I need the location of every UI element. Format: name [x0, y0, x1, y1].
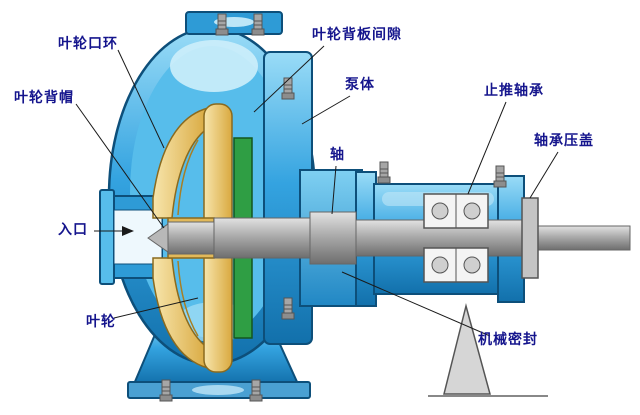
label-thrust-bearing: 止推轴承	[484, 82, 544, 98]
label-bearing-gland: 轴承压盖	[534, 132, 594, 148]
label-impeller-wear-ring: 叶轮口环	[58, 35, 118, 51]
inlet-arrowhead	[122, 226, 134, 236]
label-inlet: 入口	[58, 221, 88, 237]
label-back-plate-clearance: 叶轮背板间隙	[312, 26, 402, 42]
leader-shaft	[331, 165, 337, 215]
label-impeller: 叶轮	[86, 313, 116, 329]
leader-thrust-bearing	[467, 101, 507, 195]
leader-impeller	[113, 297, 199, 319]
label-shaft: 轴	[330, 146, 345, 162]
label-mechanical-seal: 机械密封	[478, 331, 538, 347]
support-bracket	[428, 303, 548, 397]
leader-mechanical-seal	[341, 271, 491, 337]
leader-impeller-wear-ring	[117, 49, 165, 149]
bearing-gland-part	[521, 197, 539, 279]
leader-pump-body	[301, 95, 351, 125]
casing-wear-plate	[233, 137, 253, 339]
label-pump-body: 泵体	[345, 76, 375, 92]
label-impeller-back-cap: 叶轮背帽	[14, 89, 74, 105]
ball-bearings	[423, 193, 489, 283]
leader-bearing-gland	[529, 151, 559, 199]
shaft	[147, 211, 631, 265]
leader-lines	[75, 45, 559, 337]
leader-impeller-back-cap	[75, 103, 165, 229]
leader-back-plate-clearance	[253, 45, 325, 113]
